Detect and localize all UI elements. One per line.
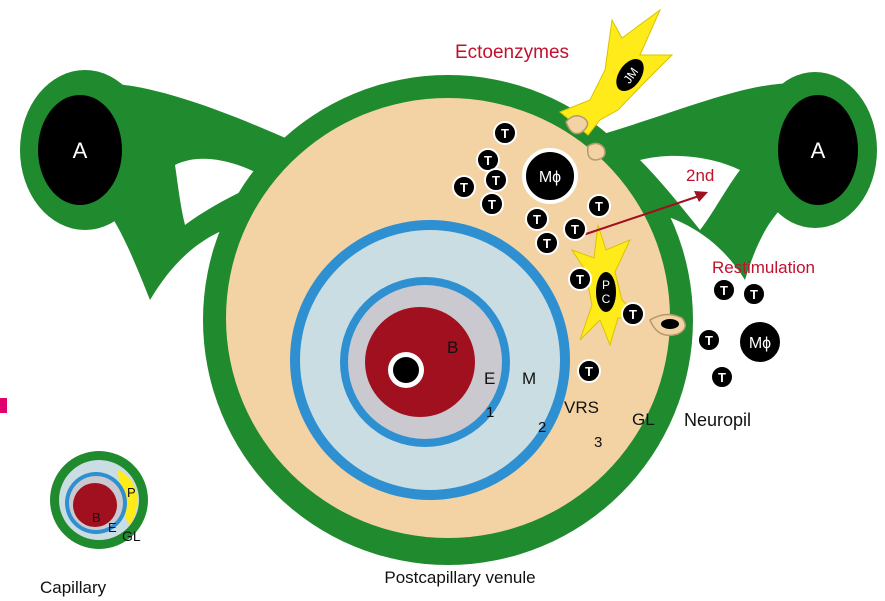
pc-cell-label: C xyxy=(602,292,611,306)
glia-limitans-label: GL xyxy=(632,410,655,429)
ectoenzymes-label: Ectoenzymes xyxy=(455,42,569,63)
edge-marker xyxy=(0,398,7,413)
ectoenzyme-blob xyxy=(588,143,605,160)
t-cell-label: T xyxy=(576,272,584,287)
t-cell-label: T xyxy=(750,287,758,302)
left-astrocyte-label: A xyxy=(73,138,88,163)
right-astrocyte-label: A xyxy=(811,138,826,163)
blood-label: B xyxy=(447,338,458,357)
capillary-pericyte-label: P xyxy=(127,485,136,500)
t-cell-label: T xyxy=(571,222,579,237)
restimulation-label: Restimulation xyxy=(712,258,815,277)
t-cell-label: T xyxy=(629,307,637,322)
t-cell-label: T xyxy=(595,199,603,214)
layer-number-1: 1 xyxy=(486,404,494,421)
blood-cell-core xyxy=(393,357,419,383)
t-cell-label: T xyxy=(501,126,509,141)
t-cell-label: T xyxy=(720,283,728,298)
macrophage-label: Mϕ xyxy=(749,335,771,352)
layer-number-3: 3 xyxy=(594,434,602,451)
migrating-cell-nucleus xyxy=(661,319,679,329)
t-cell-label: T xyxy=(718,370,726,385)
t-cell-label: T xyxy=(585,364,593,379)
t-cell-label: T xyxy=(492,173,500,188)
t-cell-label: T xyxy=(488,197,496,212)
t-cell-label: T xyxy=(543,236,551,251)
endothelium-label: E xyxy=(484,369,495,388)
t-cell-label: T xyxy=(533,212,541,227)
capillary-label: Capillary xyxy=(40,578,107,597)
t-cell-label: T xyxy=(705,333,713,348)
t-cell-label: T xyxy=(484,153,492,168)
second-label: 2nd xyxy=(686,166,714,185)
media-label: M xyxy=(522,369,536,388)
neuropil-label: Neuropil xyxy=(684,410,751,430)
capillary-blood-label: B xyxy=(92,510,101,525)
vrs-label: VRS xyxy=(564,398,599,417)
pc-cell-label: P xyxy=(602,278,610,292)
layer-number-2: 2 xyxy=(538,419,546,436)
capillary-endothelium-label: E xyxy=(108,520,117,535)
t-cell-label: T xyxy=(460,180,468,195)
capillary-gl-label: GL xyxy=(122,528,141,544)
postcapillary-venule-label: Postcapillary venule xyxy=(384,568,535,587)
macrophage-label: Mϕ xyxy=(539,169,561,186)
